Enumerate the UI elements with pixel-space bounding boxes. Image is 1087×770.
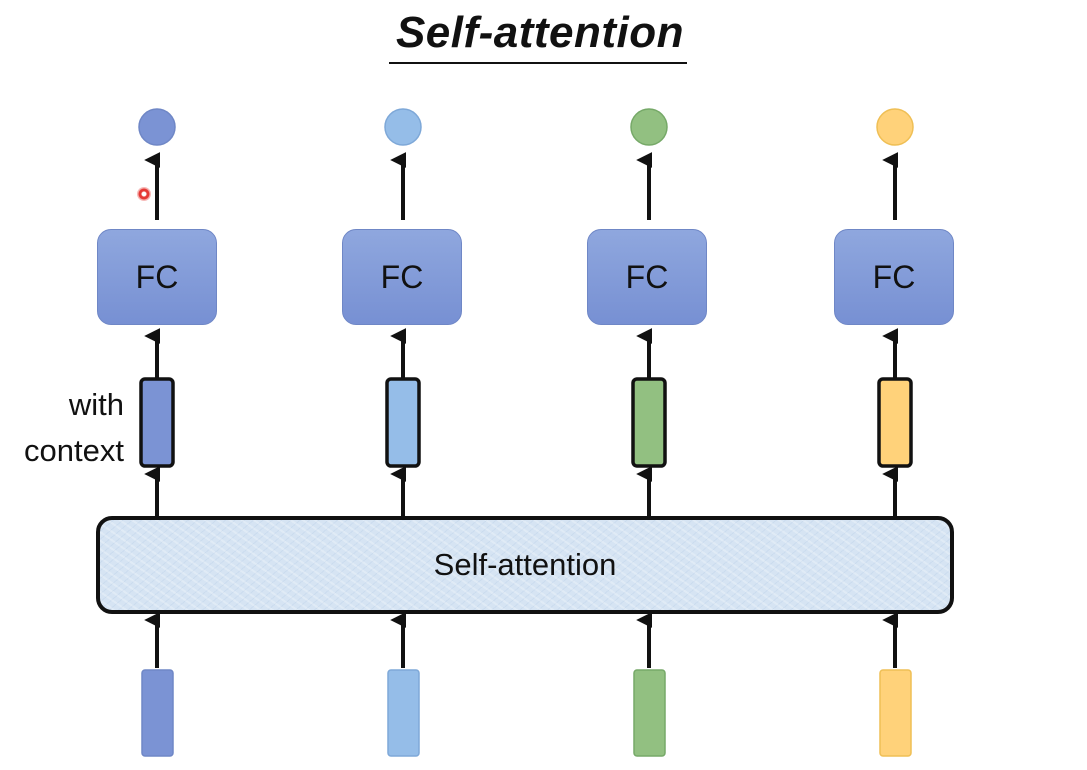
diagram-title: Self-attention	[395, 8, 685, 57]
title-underline	[389, 62, 687, 64]
context-vector-4	[877, 377, 913, 468]
output-circle-4	[876, 108, 914, 146]
fc-box-4: FC	[834, 229, 954, 325]
context-label-line1: with	[68, 387, 124, 422]
output-circle-2	[384, 108, 422, 146]
input-vector-4	[879, 669, 912, 757]
self-attention-block: Self-attention	[96, 516, 954, 614]
input-vector-2	[387, 669, 420, 757]
fc-box-2: FC	[342, 229, 462, 325]
fc-box-1: FC	[97, 229, 217, 325]
input-vector-1	[141, 669, 174, 757]
context-label-line2: context	[24, 433, 124, 468]
output-circle-1	[138, 108, 176, 146]
context-vector-2	[385, 377, 421, 468]
context-vector-3	[631, 377, 667, 468]
self-attention-label: Self-attention	[433, 547, 617, 582]
with-context-label: with context	[0, 382, 124, 474]
input-vector-3	[633, 669, 666, 757]
fc-box-3: FC	[587, 229, 707, 325]
context-vector-1	[139, 377, 175, 468]
pointer-cursor-icon	[137, 187, 151, 201]
output-circle-3	[630, 108, 668, 146]
